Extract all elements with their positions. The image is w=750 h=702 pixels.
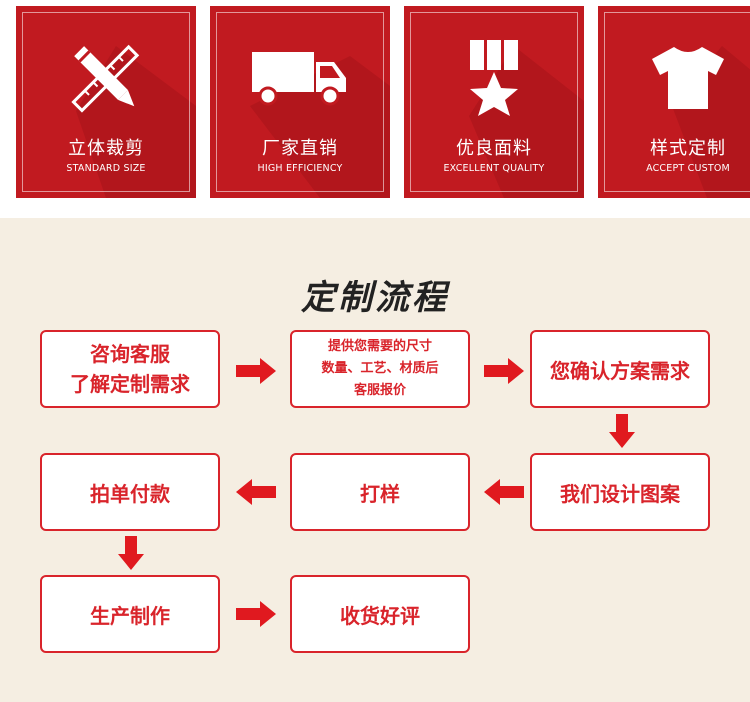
arrow-right-icon — [484, 358, 524, 384]
feature-title: 优良面料 — [456, 138, 532, 159]
medal-icon — [454, 40, 534, 116]
step-text-line: 客服报价 — [353, 383, 406, 398]
step-consult: 咨询客服 了解定制需求 — [40, 330, 220, 408]
step-sample: 打样 — [290, 453, 470, 531]
tile-frame — [410, 12, 578, 192]
feature-subtitle: EXCELLENT QUALITY — [443, 163, 545, 174]
arrow-left-icon — [484, 479, 524, 505]
step-quote: 提供您需要的尺寸 数量、工艺、材质后 客服报价 — [290, 330, 470, 408]
feature-tile-cutting: 立体裁剪 STANDARD SIZE — [16, 6, 196, 198]
arrow-right-icon — [236, 358, 276, 384]
feature-subtitle: STANDARD SIZE — [66, 163, 146, 174]
feature-title: 立体裁剪 — [68, 138, 144, 159]
process-title: 定制流程 — [301, 278, 449, 318]
tile-frame — [604, 12, 750, 192]
step-text-line: 数量、工艺、材质后 — [321, 361, 439, 376]
feature-tile-factory: 厂家直销 HIGH EFFICIENCY — [210, 6, 390, 198]
feature-tile-fabric: 优良面料 EXCELLENT QUALITY — [404, 6, 584, 198]
tile-frame — [216, 12, 384, 192]
step-design: 我们设计图案 — [530, 453, 710, 531]
tile-frame — [22, 12, 190, 192]
feature-subtitle: HIGH EFFICIENCY — [257, 163, 343, 174]
step-text-line: 咨询客服 — [90, 342, 170, 366]
feature-tile-custom: 样式定制 ACCEPT CUSTOM — [598, 6, 750, 198]
custom-process-section: 定制流程 咨询客服 了解定制需求 提供您需要的尺寸 数量、工艺、材质后 客服报价… — [0, 218, 750, 702]
step-payment: 拍单付款 — [40, 453, 220, 531]
tshirt-icon — [648, 42, 728, 114]
pencil-ruler-icon — [66, 42, 146, 114]
arrow-down-icon — [609, 414, 635, 448]
arrow-left-icon — [236, 479, 276, 505]
feature-subtitle: ACCEPT CUSTOM — [646, 163, 730, 174]
step-review: 收货好评 — [290, 575, 470, 653]
step-confirm: 您确认方案需求 — [530, 330, 710, 408]
feature-title: 样式定制 — [650, 138, 726, 159]
arrow-right-icon — [236, 601, 276, 627]
arrow-down-icon — [118, 536, 144, 570]
truck-icon — [250, 42, 350, 114]
step-production: 生产制作 — [40, 575, 220, 653]
step-text-line: 提供您需要的尺寸 — [327, 339, 432, 354]
feature-title: 厂家直销 — [262, 138, 338, 159]
step-text-line: 了解定制需求 — [70, 372, 190, 396]
